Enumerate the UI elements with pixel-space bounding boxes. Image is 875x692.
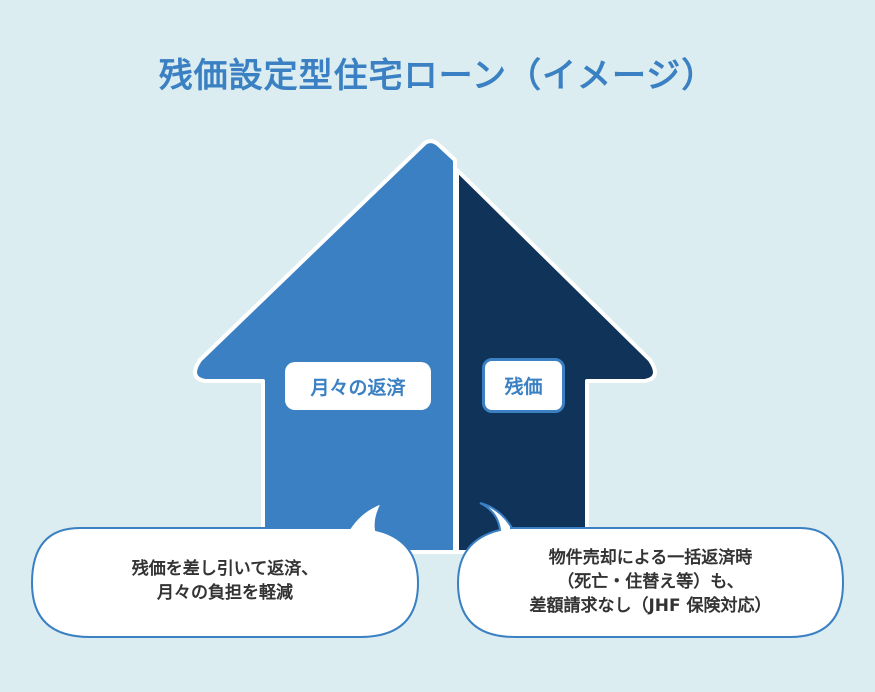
bubble-line: （死亡・住替え等）も、 <box>557 572 744 592</box>
bubble-line: 差額請求なし（JHF 保険対応） <box>529 596 772 616</box>
house-left-half <box>193 139 457 554</box>
speech-bubble-right <box>456 502 845 638</box>
right-bubble-text: 物件売却による一括返済時 （死亡・住替え等）も、 差額請求なし（JHF 保険対応… <box>458 546 843 618</box>
diagram-title: 残価設定型住宅ローン（イメージ） <box>158 56 717 96</box>
bubble-line: 物件売却による一括返済時 <box>548 548 753 568</box>
speech-bubble-left <box>30 501 420 638</box>
bubble-line: 残価を差し引いて返済、 <box>131 559 319 579</box>
bubble-line: 月々の負担を軽減 <box>157 583 293 603</box>
monthly-payment-label: 月々の返済 <box>285 362 431 410</box>
residual-value-label: 残価 <box>482 358 565 413</box>
left-bubble-text: 残価を差し引いて返済、 月々の負担を軽減 <box>32 557 418 605</box>
